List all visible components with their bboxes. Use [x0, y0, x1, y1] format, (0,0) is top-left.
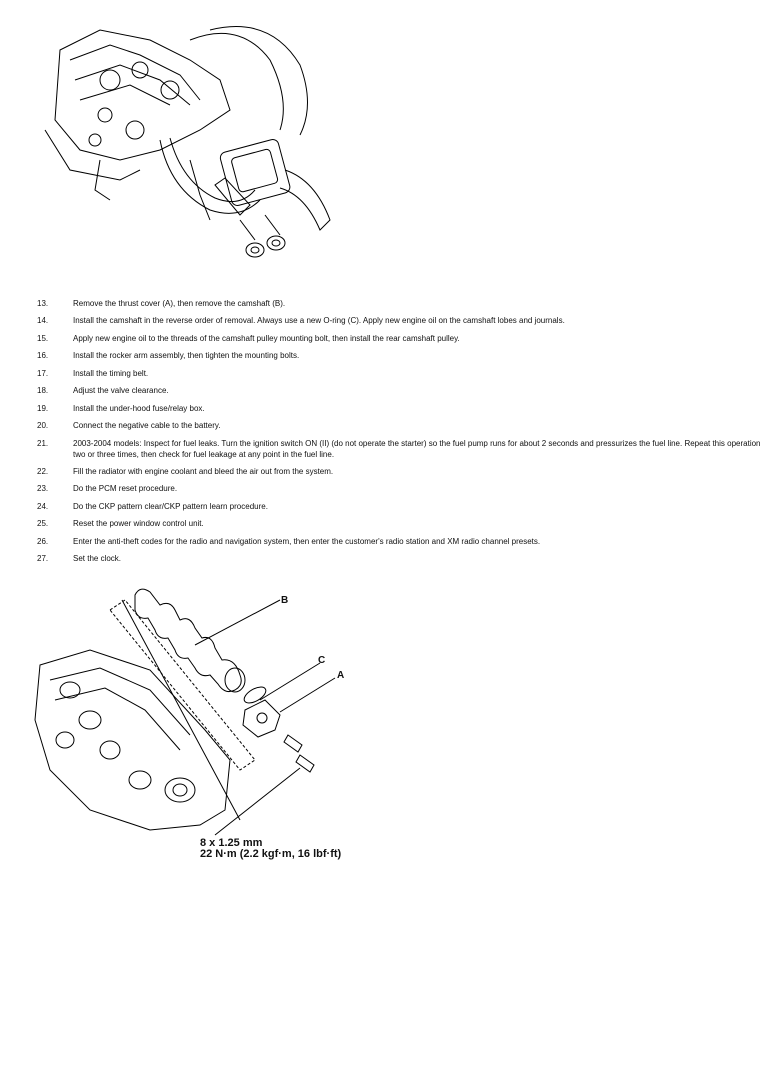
torque-value: 22 N·m (2.2 kgf·m, 16 lbf·ft) — [200, 848, 342, 860]
step-number: 16. — [37, 351, 49, 361]
step-16: 16. Install the rocker arm assembly, then… — [37, 350, 762, 361]
step-number: 15. — [37, 333, 49, 343]
step-text: Remove the thrust cover (A), then remove… — [73, 299, 286, 308]
step-number: 14. — [37, 316, 49, 326]
procedure-steps: 13. Remove the thrust cover (A), then rem… — [37, 298, 762, 571]
step-text: Install the under-hood fuse/relay box. — [73, 403, 205, 413]
step-text: Apply new engine oil to the threads of t… — [73, 333, 460, 343]
step-text: Fill the radiator with engine coolant an… — [73, 466, 334, 476]
step-14: 14. Install the camshaft in the reverse o… — [37, 315, 762, 326]
step-text: Do the CKP pattern clear/CKP pattern lea… — [73, 501, 268, 511]
step-25: 25. Reset the power window control unit. — [37, 518, 762, 529]
step-27: 27. Set the clock. — [37, 553, 762, 564]
step-text: Connect the negative cable to the batter… — [73, 421, 221, 431]
step-text: Enter the anti-theft codes for the radio… — [73, 536, 541, 546]
step-number: 22. — [37, 466, 49, 476]
step-text: Reset the power window control unit. — [73, 519, 204, 529]
step-20: 20. Connect the negative cable to the bat… — [37, 420, 762, 431]
step-text: Set the clock. — [73, 554, 122, 564]
step-number: 24. — [37, 501, 49, 511]
step-number: 19. — [37, 403, 49, 413]
step-number: 21. — [37, 438, 49, 448]
step-number: 23. — [37, 484, 49, 494]
step-number: 13. — [37, 299, 49, 308]
step-13: 13. Remove the thrust cover (A), then rem… — [37, 298, 762, 309]
step-text: Adjust the valve clearance. — [73, 386, 169, 396]
step-text: Install the timing belt. — [73, 368, 149, 378]
step-22: 22. Fill the radiator with engine coolant… — [37, 466, 762, 477]
step-19: 19. Install the under-hood fuse/relay box… — [37, 403, 762, 414]
engine-connector-illustration — [44, 26, 331, 258]
step-26: 26. Enter the anti-theft codes for the ra… — [37, 536, 762, 547]
step-21: 21. 2003-2004 models: Inspect for fuel le… — [37, 438, 762, 460]
step-number: 20. — [37, 421, 49, 431]
step-18: 18. Adjust the valve clearance. — [37, 385, 762, 396]
camshaft-removal-illustration — [34, 588, 336, 836]
step-15: 15. Apply new engine oil to the threads o… — [37, 333, 762, 344]
step-text: 2003-2004 models: Inspect for fuel leaks… — [73, 438, 761, 459]
step-24: 24. Do the CKP pattern clear/CKP pattern … — [37, 501, 762, 512]
torque-spec: 8 x 1.25 mm 22 N·m (2.2 kgf·m, 16 lbf·ft… — [200, 838, 341, 860]
step-number: 27. — [37, 554, 49, 564]
step-number: 26. — [37, 536, 49, 546]
step-number: 17. — [37, 368, 49, 378]
callout-c: C — [318, 655, 326, 666]
step-text: Install the camshaft in the reverse orde… — [73, 316, 565, 326]
bolt-size: 8 x 1.25 mm — [200, 837, 263, 849]
step-text: Do the PCM reset procedure. — [73, 484, 178, 494]
callout-b: B — [281, 595, 289, 606]
step-17: 17. Install the timing belt. — [37, 368, 762, 379]
step-23: 23. Do the PCM reset procedure. — [37, 483, 762, 494]
step-text: Install the rocker arm assembly, then ti… — [73, 351, 300, 361]
step-number: 18. — [37, 386, 49, 396]
step-number: 25. — [37, 519, 49, 529]
callout-a: A — [337, 670, 345, 681]
